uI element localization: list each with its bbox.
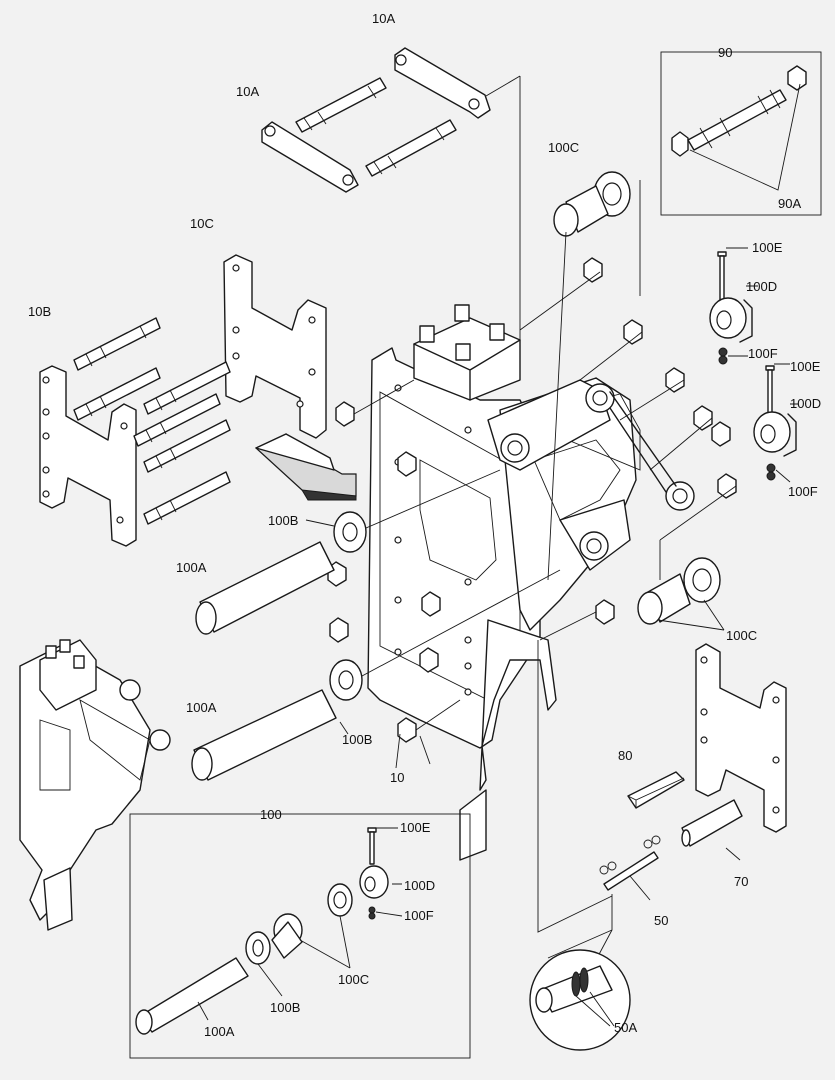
label-100F-top: 100F <box>748 346 778 361</box>
label-50: 50 <box>654 913 668 928</box>
kit-box-100 <box>129 813 471 1059</box>
label-70: 70 <box>734 874 748 889</box>
side-plate-10B <box>39 365 137 547</box>
label-100D-top: 100D <box>746 279 777 294</box>
cylinder-70 <box>681 799 743 861</box>
callout-labels: 90 90A 10A 10A 10B 10C 100C 100E 100D 10… <box>28 11 821 1039</box>
label-100B-mid: 100B <box>342 732 372 747</box>
assembly-direction-arrow <box>254 433 357 501</box>
label-100A-top: 100A <box>176 560 207 575</box>
label-10: 10 <box>390 770 404 785</box>
bolt-90 <box>671 65 807 157</box>
pin-lock-set-mid <box>753 363 798 483</box>
pin-100A-and-washer-100B <box>191 469 561 781</box>
label-100E-mid: 100E <box>790 359 821 374</box>
side-plate-right <box>695 643 787 833</box>
kit-box-90 <box>660 51 822 216</box>
nuts <box>327 257 737 743</box>
leader-90A <box>689 83 801 191</box>
shim-80 <box>627 771 685 809</box>
bushing-100C-mid <box>637 540 725 631</box>
label-100B-top: 100B <box>268 513 298 528</box>
label-10C: 10C <box>190 216 214 231</box>
link-plate-10A <box>261 47 491 193</box>
label-100A-mid: 100A <box>186 700 217 715</box>
label-100E-box: 100E <box>400 820 431 835</box>
label-100F-mid: 100F <box>788 484 818 499</box>
main-bracket-10 <box>367 347 695 861</box>
connector-lines <box>395 75 613 933</box>
kit-box-100-frame <box>129 813 471 1059</box>
label-80: 80 <box>618 748 632 763</box>
label-100: 100 <box>260 807 282 822</box>
valve-block <box>413 304 521 401</box>
hydraulic-breaker-thumbnail <box>19 639 171 931</box>
label-100C-mid: 100C <box>726 628 757 643</box>
label-50A: 50A <box>614 1020 637 1035</box>
pin-lock-set-top <box>709 247 758 365</box>
label-90A: 90A <box>778 196 801 211</box>
rod-50 <box>529 835 661 1051</box>
kit-box-90-frame <box>660 51 822 216</box>
bushing-100C-top <box>547 171 641 581</box>
tie-bolts <box>73 317 231 525</box>
label-100F-box: 100F <box>404 908 434 923</box>
label-100B-box: 100B <box>270 1000 300 1015</box>
label-10A-left: 10A <box>236 84 259 99</box>
label-10B: 10B <box>28 304 51 319</box>
label-100C-box: 100C <box>338 972 369 987</box>
label-10A-top: 10A <box>372 11 395 26</box>
label-100A-box: 100A <box>204 1024 235 1039</box>
label-90: 90 <box>718 45 732 60</box>
side-plate-10C <box>223 254 327 439</box>
label-100D-box: 100D <box>404 878 435 893</box>
label-100C-top: 100C <box>548 140 579 155</box>
label-100E-top: 100E <box>752 240 783 255</box>
label-100D-mid: 100D <box>790 396 821 411</box>
